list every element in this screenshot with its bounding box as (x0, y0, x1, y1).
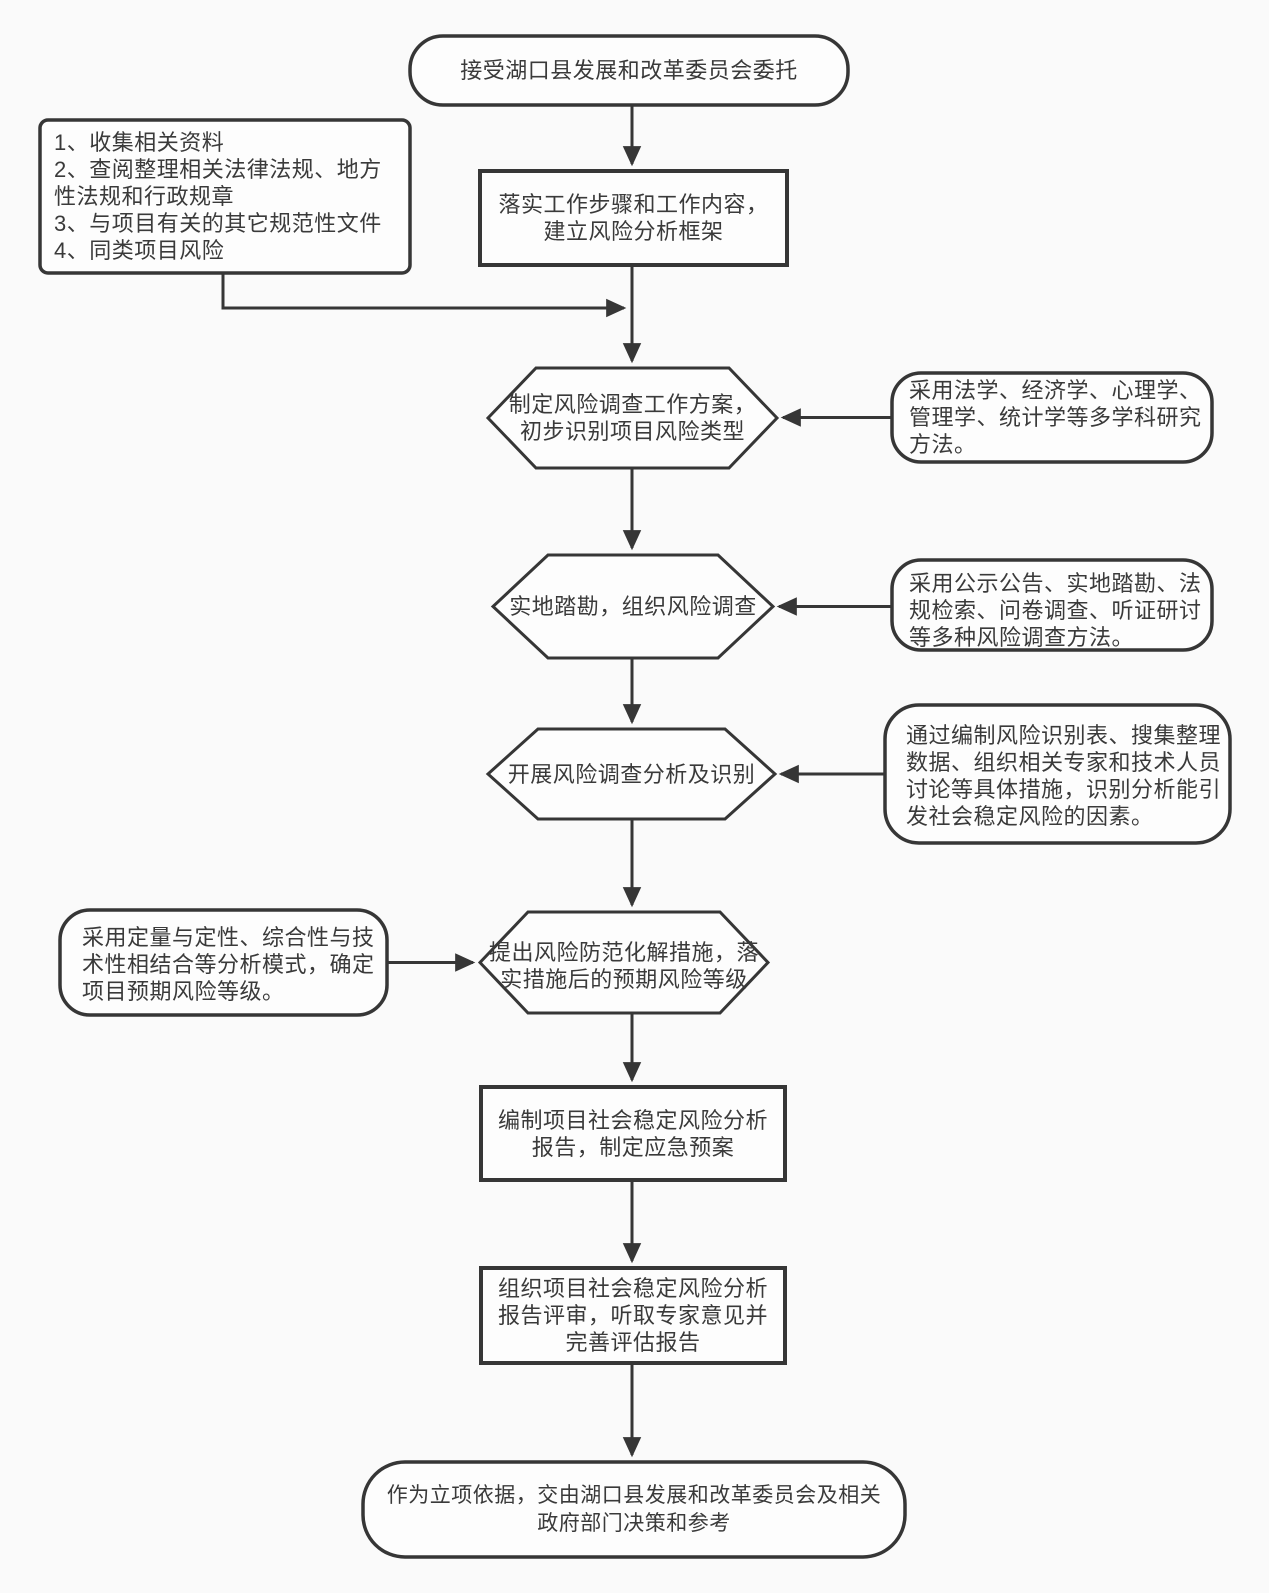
note-rating-label: 采用定量与定性、综合性与技 术性相结合等分析模式，确定 项目预期风险等级。 (82, 924, 375, 1004)
note-rating-shape (58, 908, 389, 1017)
framework-label: 落实工作步骤和工作内容， 建立风险分析框架 (498, 192, 769, 244)
report-shape (479, 1085, 787, 1182)
measures-shape (477, 910, 771, 1015)
note-survey-label: 采用公示公告、实地踏勘、法 规检索、问卷调查、听证研讨 等多种风险调查方法。 (909, 570, 1202, 650)
flow-connectors (221, 105, 892, 1458)
survey-label: 实地踏勘，组织风险调查 (509, 594, 757, 619)
note-identify-shape (883, 703, 1232, 845)
review-label: 组织项目社会稳定风险分析 报告评审，听取专家意见并 完善评估报告 (497, 1276, 768, 1355)
materials-list-item: 3、与项目有关的其它规范性文件 (54, 211, 382, 236)
final-shape (361, 1460, 907, 1559)
measures-label: 提出风险防范化解措施，落 实措施后的预期风险等级 (488, 939, 759, 992)
report-label: 编制项目社会稳定风险分析 报告，制定应急预案 (497, 1107, 768, 1160)
framework-shape (478, 169, 789, 267)
identify-shape (485, 727, 778, 821)
survey-shape (490, 553, 776, 660)
note-survey-shape (890, 558, 1214, 652)
flow-shapes (38, 34, 1232, 1559)
accept-shape (408, 34, 850, 107)
accept-label: 接受湖口县发展和改革委员会委托 (460, 58, 798, 83)
note-methods-label: 采用法学、经济学、心理学、 管理学、统计学等多学科研究 方法。 (909, 378, 1202, 457)
materials-list: 1、收集相关资料 2、查阅整理相关法律法规、地方 性法规和行政规章 3、与项目有… (54, 129, 404, 269)
review-shape (479, 1266, 787, 1365)
note-methods-shape (890, 371, 1214, 464)
identify-label: 开展风险调查分析及识别 (507, 761, 756, 787)
materials-list-item: 2、查阅整理相关法律法规、地方 性法规和行政规章 (54, 157, 382, 209)
final-label: 作为立项依据，交由湖口县发展和改革委员会及相关 政府部门决策和参考 (386, 1483, 882, 1535)
materials-list-item: 4、同类项目风险 (54, 238, 225, 263)
plan-shape (485, 366, 780, 470)
plan-label: 制定风险调查工作方案， 初步识别项目风险类型 (508, 392, 757, 444)
connector-materials-to-spine (221, 273, 627, 318)
materials-list-shape (38, 118, 412, 275)
materials-list-item: 1、收集相关资料 (54, 130, 225, 155)
note-identify-label: 通过编制风险识别表、搜集整理 数据、组织相关专家和技术人员 讨论等具体措施，识别… (906, 723, 1222, 829)
